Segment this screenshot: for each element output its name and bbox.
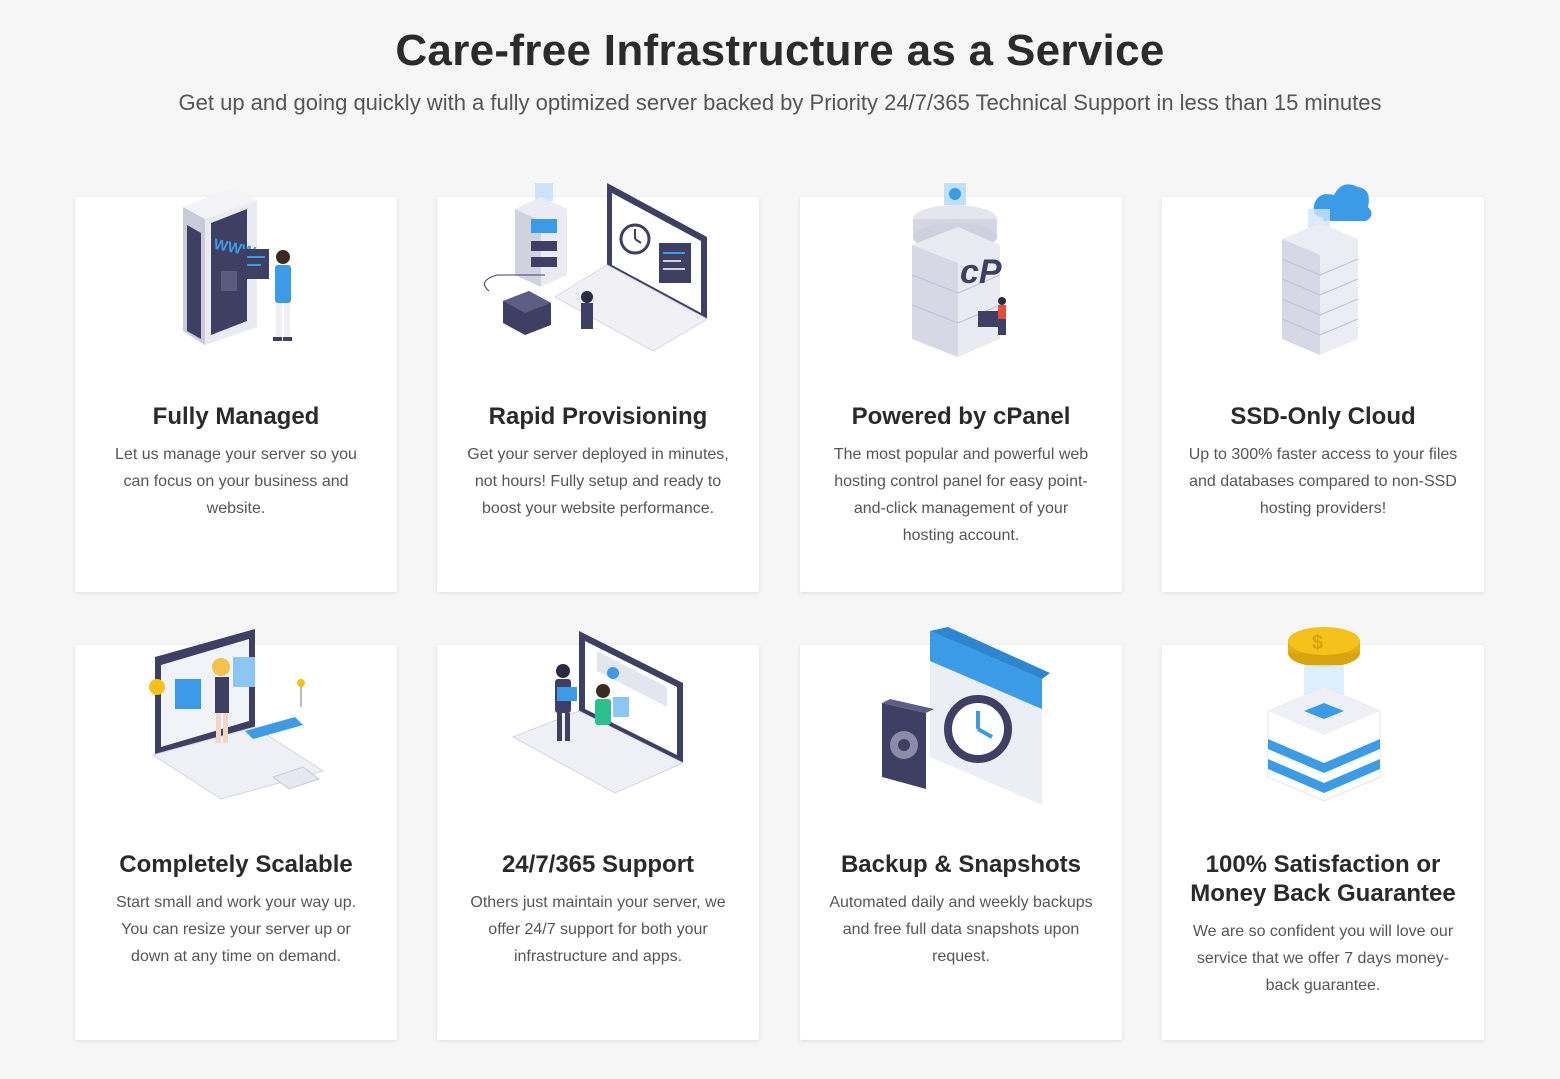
- feature-card-24-7-365-support: 24/7/365 Support Others just maintain yo…: [437, 631, 759, 1040]
- feature-title: Backup & Snapshots: [840, 851, 1082, 878]
- feature-card-rapid-provisioning: Rapid Provisioning Get your server deplo…: [437, 183, 759, 592]
- feature-description: Let us manage your server so you can foc…: [115, 446, 357, 517]
- feature-description: Up to 300% faster access to your files a…: [1188, 446, 1458, 517]
- feature-card-completely-scalable: Completely Scalable Start small and work…: [75, 629, 397, 1040]
- cpanel-server-icon: cP: [911, 183, 1006, 357]
- feature-card-fully-managed: WWW Fully Managed Let us manage your ser…: [75, 187, 397, 592]
- page-subtitle: Get up and going quickly with a fully op…: [178, 90, 1382, 115]
- feature-card-powered-by-cpanel: cP Powered by cPanel The most popular an…: [800, 183, 1122, 592]
- feature-description: We are so confident you will love our se…: [1192, 923, 1454, 994]
- laptop-clock-icon: [484, 183, 709, 352]
- feature-title: Fully Managed: [152, 403, 320, 430]
- feature-title: Rapid Provisioning: [488, 403, 708, 430]
- page-title: Care-free Infrastructure as a Service: [395, 26, 1165, 75]
- scalable-laptop-icon: [149, 629, 325, 800]
- feature-description: The most popular and powerful web hostin…: [833, 446, 1089, 544]
- feature-description: Others just maintain your server, we off…: [470, 894, 726, 965]
- feature-title: Completely Scalable: [119, 851, 353, 878]
- feature-description: Automated daily and weekly backups and f…: [829, 894, 1093, 965]
- feature-card-backup-snapshots: Backup & Snapshots Automated daily and w…: [800, 627, 1122, 1040]
- cloud-storage-icon: [1281, 184, 1372, 355]
- feature-title: Powered by cPanel: [851, 403, 1071, 430]
- cpanel-logo: cP: [960, 253, 1002, 291]
- feature-card-money-back-guarantee: $ 100% Satisfaction or Money Back Guaran…: [1162, 627, 1484, 1040]
- dollar-sign: $: [1312, 632, 1323, 654]
- feature-description: Get your server deployed in minutes, not…: [467, 446, 729, 517]
- feature-title: 24/7/365 Support: [501, 851, 695, 878]
- feature-card-ssd-only-cloud: SSD-Only Cloud Up to 300% faster access …: [1162, 184, 1484, 592]
- feature-title: 100% Satisfaction or Money Back Guarante…: [1190, 851, 1456, 907]
- feature-description: Start small and work your way up. You ca…: [115, 894, 357, 965]
- feature-title: SSD-Only Cloud: [1230, 403, 1416, 430]
- support-team-icon: [511, 631, 685, 794]
- gold-coin-icon: $: [1267, 627, 1381, 802]
- www-server-icon: WWW: [183, 187, 292, 345]
- backup-clock-icon: [882, 627, 1050, 805]
